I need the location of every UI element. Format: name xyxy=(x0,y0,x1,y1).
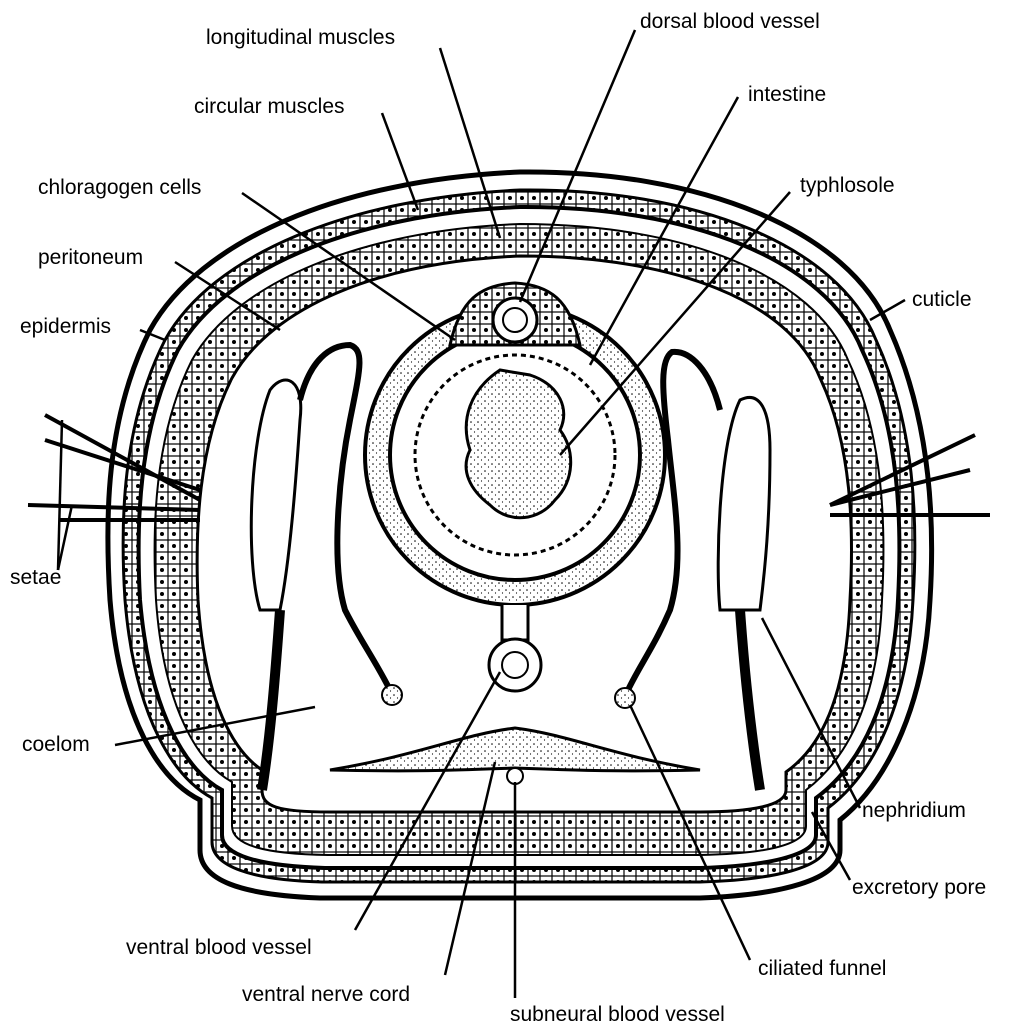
label-dorsal-blood-vessel: dorsal blood vessel xyxy=(640,10,820,34)
label-epidermis: epidermis xyxy=(20,315,111,339)
label-longitudinal-muscles: longitudinal muscles xyxy=(206,26,395,50)
label-nephridium: nephridium xyxy=(862,799,966,823)
label-intestine: intestine xyxy=(748,83,826,107)
label-typhlosole: typhlosole xyxy=(800,174,895,198)
label-ventral-blood-vessel: ventral blood vessel xyxy=(126,936,312,960)
label-ventral-nerve-cord: ventral nerve cord xyxy=(242,983,410,1007)
intestine xyxy=(365,305,665,605)
label-coelom: coelom xyxy=(22,733,90,757)
label-circular-muscles: circular muscles xyxy=(194,95,345,119)
label-peritoneum: peritoneum xyxy=(38,246,143,270)
label-cuticle: cuticle xyxy=(912,288,972,312)
label-ciliated-funnel: ciliated funnel xyxy=(758,957,886,981)
label-subneural-blood-vessel: subneural blood vessel xyxy=(510,1003,725,1027)
label-setae: setae xyxy=(10,566,61,590)
typhlosole xyxy=(466,370,571,518)
label-chloragogen-cells: chloragogen cells xyxy=(38,176,201,200)
label-excretory-pore: excretory pore xyxy=(852,876,986,900)
